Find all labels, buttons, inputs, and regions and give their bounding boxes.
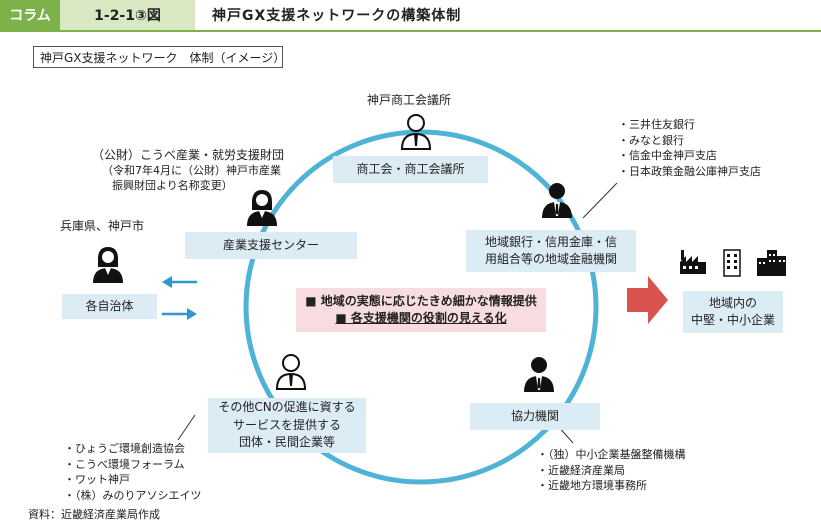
center-message: ■ 地域の実態に応じたきめ細かな情報提供 ■ 各支援機関の役割の見える化 — [296, 288, 546, 332]
list-item: ・ひょうご環境創造協会 — [64, 442, 185, 455]
local-gov-heading: 兵庫県、神戸市 — [60, 219, 145, 233]
list-item: ・こうべ環境フォーラム — [64, 457, 185, 471]
list-item: ・近畿経済産業局 — [537, 463, 625, 477]
local-gov-box: 各自治体 — [62, 294, 157, 319]
diagram-subtitle: 神戸GX支援ネットワーク 体制（イメージ） — [33, 46, 285, 68]
local-gov-person-icon — [90, 245, 126, 283]
arrow-right-icon — [162, 308, 197, 320]
list-item: ・日本政策金融公庫神戸支店 — [618, 164, 761, 178]
list-item: ・（独）中小企業基盤整備機構 — [537, 448, 686, 461]
list-item: ・（株）みのりアソシエイツ — [64, 488, 202, 502]
support-center-person-icon — [244, 188, 280, 226]
center-message-line-2: ■ 各支援機関の役割の見える化 — [335, 311, 507, 325]
header-rule — [0, 30, 821, 32]
cooperating-person-icon — [521, 354, 557, 392]
support-center-note-1: （令和7年4月に（公財）神戸市産業 — [102, 164, 281, 177]
others-list: ・ひょうご環境創造協会 ・こうべ環境フォーラム ・ワット神戸 ・（株）みのりアソ… — [64, 441, 202, 503]
support-center-note-2: 振興財団より名称変更） — [112, 179, 233, 192]
network-ring — [243, 129, 599, 485]
banks-person-icon — [539, 180, 575, 218]
banks-box-line-1: 地域銀行・信用金庫・信 — [484, 234, 617, 249]
cooperating-box: 協力機関 — [470, 403, 600, 430]
source-note: 資料：近畿経済産業局作成 — [28, 508, 160, 521]
figure-title: 神戸GX支援ネットワークの構築体制 — [212, 8, 462, 24]
support-center-heading: （公財）こうべ産業・就労支援財団 — [92, 148, 285, 162]
figure-number: 1-2-1③図 — [60, 0, 195, 30]
others-person-icon — [273, 352, 309, 390]
others-box-line-3: 団体・民間企業等 — [238, 435, 335, 450]
buildings-icon — [757, 250, 786, 276]
sme-box-line-1: 地域内の — [708, 295, 757, 310]
support-arrow-icon — [627, 276, 668, 324]
arrow-left-icon — [162, 276, 197, 288]
support-center-box: 産業支援センター — [185, 232, 357, 259]
chamber-box: 商工会・商工会議所 — [333, 156, 488, 183]
others-box: その他CNの促進に資する サービスを提供する 団体・民間企業等 — [208, 398, 366, 453]
banks-list: ・三井住友銀行 ・みなと銀行 ・信金中金神戸支店 ・日本政策金融公庫神戸支店 — [618, 117, 761, 179]
factory-icon — [680, 250, 706, 274]
cooperating-list: ・（独）中小企業基盤整備機構 ・近畿経済産業局 ・近畿地方環境事務所 — [537, 447, 686, 494]
others-box-line-1: その他CNの促進に資する — [218, 400, 356, 415]
sme-box: 地域内の 中堅・中小企業 — [683, 291, 783, 333]
list-item: ・三井住友銀行 — [618, 118, 695, 131]
sme-box-line-2: 中堅・中小企業 — [690, 313, 775, 327]
list-item: ・信金中金神戸支店 — [618, 149, 717, 163]
chamber-heading: 神戸商工会議所 — [367, 93, 452, 107]
others-leader-line — [177, 414, 196, 441]
others-box-line-2: サービスを提供する — [232, 417, 341, 432]
center-message-line-1: ■ 地域の実態に応じたきめ細かな情報提供 — [305, 293, 537, 308]
banks-box: 地域銀行・信用金庫・信 用組合等の地域金融機関 — [466, 230, 636, 272]
banks-box-line-2: 用組合等の地域金融機関 — [484, 252, 617, 266]
list-item: ・近畿地方環境事務所 — [537, 479, 647, 493]
list-item: ・みなと銀行 — [618, 133, 684, 147]
chamber-person-icon — [398, 112, 434, 150]
column-tag: コラム — [0, 0, 60, 30]
list-item: ・ワット神戸 — [64, 473, 130, 487]
banks-leader-line — [582, 182, 618, 219]
office-building-icon — [723, 249, 741, 277]
